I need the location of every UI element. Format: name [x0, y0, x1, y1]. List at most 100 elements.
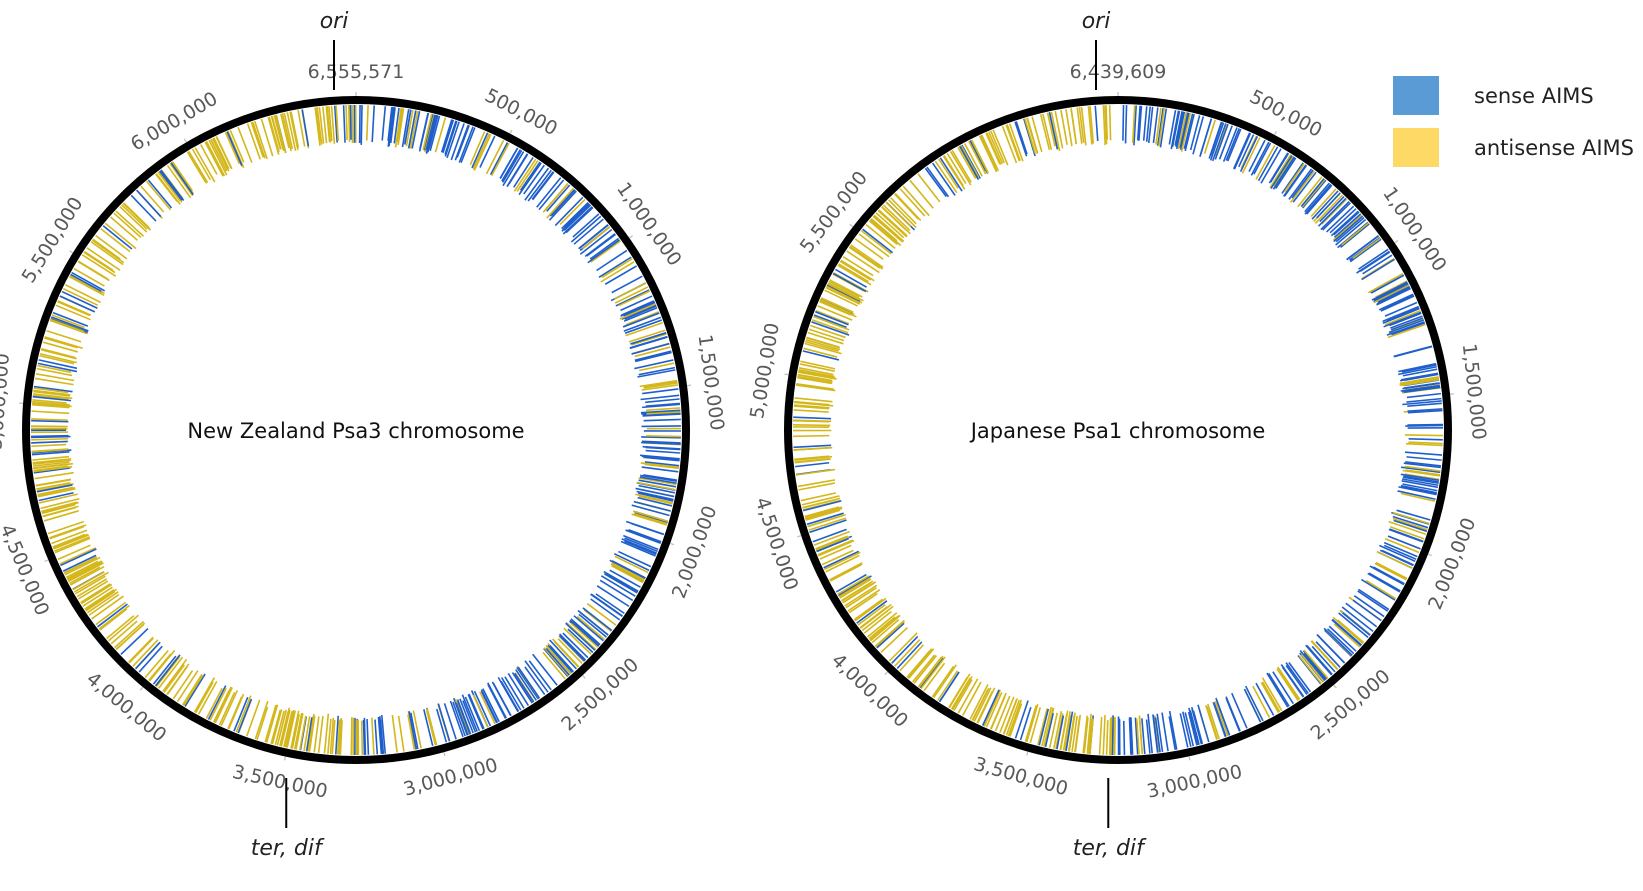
antisense-aims-mark [805, 340, 839, 352]
antisense-aims-mark [794, 397, 833, 403]
antisense-aims-mark [805, 339, 841, 351]
antisense-aims-mark [817, 539, 854, 556]
sense-aims-mark [454, 124, 470, 161]
antisense-aims-mark [798, 482, 836, 491]
antisense-aims-mark [69, 275, 102, 294]
sense-aims-mark [502, 149, 523, 183]
sense-aims-mark [38, 359, 78, 370]
antisense-aims-mark [641, 384, 678, 391]
antisense-aims-mark [205, 687, 223, 719]
antisense-aims-mark [644, 463, 679, 470]
antisense-aims-mark [576, 615, 605, 641]
sense-aims-mark [1335, 217, 1365, 243]
sense-aims-mark [835, 268, 867, 288]
sense-aims-mark [1402, 368, 1438, 377]
antisense-aims-mark [931, 665, 955, 698]
sense-aims-mark [578, 224, 609, 250]
sense-aims-mark [1154, 717, 1161, 753]
sense-aims-mark [136, 189, 162, 218]
antisense-aims-mark [49, 525, 85, 540]
sense-aims-mark [635, 487, 675, 498]
sense-aims-mark [437, 703, 451, 742]
sense-aims-mark [71, 271, 106, 292]
antisense-aims-mark [545, 644, 572, 675]
tick-label: 1,500,000 [1458, 342, 1490, 441]
sense-aims-mark [135, 641, 161, 670]
antisense-aims-mark [810, 324, 846, 339]
antisense-aims-mark [933, 664, 957, 699]
sense-aims-mark [586, 233, 617, 257]
antisense-aims-mark [412, 710, 422, 749]
sense-aims-mark [1038, 708, 1050, 746]
sense-aims-mark [456, 700, 471, 735]
sense-aims-mark [371, 105, 376, 143]
antisense-aims-mark [566, 622, 597, 651]
antisense-aims-mark [631, 333, 667, 346]
antisense-aims-mark [313, 716, 320, 753]
antisense-aims-mark [849, 245, 884, 270]
sense-aims-mark [554, 196, 584, 227]
antisense-aims-mark [220, 690, 239, 727]
antisense-aims-mark [1376, 550, 1413, 569]
antisense-aims-mark [1078, 107, 1085, 143]
antisense-aims-mark [33, 465, 69, 472]
sense-aims-mark [1368, 572, 1401, 592]
sense-aims-mark [609, 559, 646, 580]
antisense-aims-mark [1241, 137, 1261, 174]
antisense-aims-mark [57, 300, 91, 317]
antisense-aims-mark [297, 110, 306, 147]
sense-aims-mark [633, 500, 671, 512]
sense-aims-mark [31, 440, 68, 444]
psa3-chromosome-map: 6,555,571500,0001,000,0001,500,0002,000,… [0, 9, 728, 861]
antisense-aims-mark [858, 233, 890, 258]
antisense-aims-mark [839, 260, 872, 281]
antisense-aims-mark [191, 148, 212, 181]
sense-aims-mark [377, 716, 383, 755]
antisense-aims-mark [1408, 441, 1443, 445]
antisense-aims-mark [866, 612, 898, 638]
sense-aims-mark [1275, 157, 1297, 189]
sense-aims-mark [443, 703, 457, 740]
antisense-aims-mark [33, 389, 71, 396]
antisense-aims-mark [552, 638, 580, 668]
ori-label: ori [320, 9, 349, 34]
antisense-aims-mark [31, 448, 68, 453]
antisense-aims-mark [1283, 163, 1305, 193]
sense-aims-mark [411, 111, 421, 149]
antisense-aims-mark [299, 715, 307, 751]
antisense-aims-mark [841, 582, 872, 602]
sense-aims-mark [531, 171, 555, 201]
sense-aims-mark [1141, 718, 1146, 754]
sense-aims-mark [456, 125, 470, 158]
antisense-aims-mark [614, 282, 647, 300]
sense-aims-mark [561, 201, 589, 230]
sense-aims-mark [366, 719, 370, 755]
antisense-aims-mark [796, 383, 834, 390]
sense-aims-mark [623, 312, 660, 328]
sense-aims-mark [545, 648, 570, 676]
sense-aims-mark [155, 654, 181, 687]
sense-aims-mark [1397, 490, 1436, 501]
antisense-aims-mark [793, 434, 830, 438]
antisense-aims-mark [72, 571, 105, 591]
tick-label: 1,000,000 [612, 178, 686, 270]
antisense-aims-mark [65, 560, 99, 579]
antisense-aims-mark [166, 164, 192, 199]
sense-aims-mark [578, 613, 607, 638]
sense-aims-mark [1152, 107, 1159, 143]
sense-aims-mark [435, 708, 448, 743]
sense-aims-mark [374, 719, 379, 755]
antisense-aims-mark [155, 656, 181, 688]
sense-aims-mark [1014, 121, 1028, 157]
antisense-aims-mark [1089, 718, 1094, 754]
antisense-aims-mark [813, 315, 850, 331]
antisense-aims-mark [171, 161, 193, 192]
sense-aims-mark [159, 170, 183, 201]
antisense-aims-mark [295, 713, 304, 750]
antisense-aims-mark [799, 363, 835, 372]
antisense-aims-mark [1276, 668, 1299, 701]
antisense-aims-mark [1024, 118, 1036, 154]
sense-aims-mark [1183, 113, 1194, 149]
antisense-aims-mark [39, 493, 78, 504]
